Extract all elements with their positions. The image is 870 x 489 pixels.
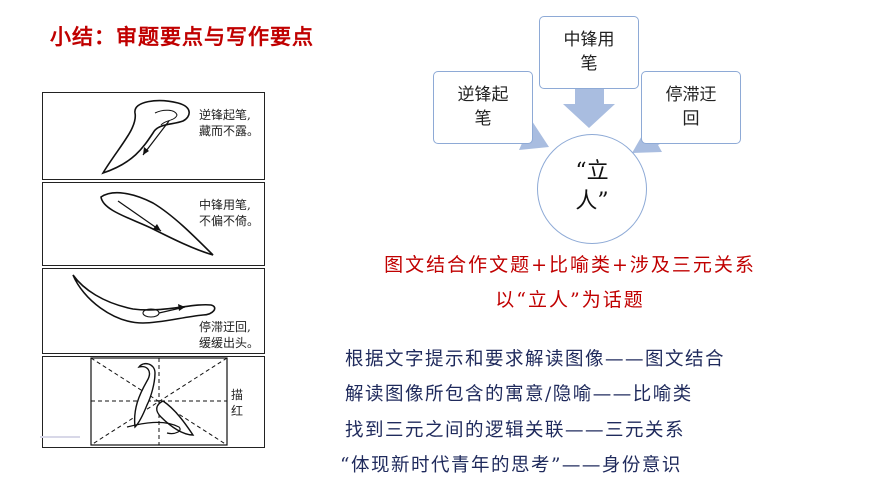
- stroke-panel-1: 逆锋起笔, 藏而不露。: [42, 92, 265, 180]
- caption-line: 藏而不露。: [199, 124, 260, 138]
- point-line-1: 根据文字提示和要求解读图像——图文结合: [345, 349, 726, 370]
- node-pause-return: 停滞迂 回: [641, 71, 741, 144]
- summary-red-line-1: 图文结合作文题+比喻类+涉及三元关系: [384, 254, 756, 276]
- panel-caption: 停滞迂回, 缓缓出头。: [199, 319, 259, 351]
- arrow-down: [563, 88, 615, 128]
- caption-line: 描: [231, 388, 244, 402]
- node-middle-stroke: 中锋用 笔: [539, 16, 639, 89]
- divider: [40, 436, 80, 438]
- panel-caption: 中锋用笔, 不偏不倚。: [199, 197, 259, 229]
- panel-caption: 描 红: [231, 387, 243, 419]
- stroke-panel-2: 中锋用笔, 不偏不倚。: [42, 182, 265, 266]
- center-circle: “立 人”: [537, 134, 647, 244]
- point-line-2: 解读图像所包含的寓意/隐喻——比喻类: [345, 384, 693, 405]
- caption-line: 缓缓出头。: [199, 336, 260, 350]
- caption-line: 逆锋起笔,: [199, 108, 251, 122]
- node-line: 笔: [474, 109, 492, 129]
- caption-line: 停滞迂回,: [199, 320, 251, 334]
- caption-line: 中锋用笔,: [199, 198, 251, 212]
- center-line: 人”: [575, 189, 609, 214]
- node-line: 停滞迂: [665, 85, 717, 105]
- point-line-3: 找到三元之间的逻辑关联——三元关系: [345, 420, 686, 441]
- node-line: 回: [682, 109, 700, 129]
- point-line-4: “体现新时代青年的思考”——身份意识: [340, 455, 682, 476]
- stroke-drawing-1: [101, 99, 190, 175]
- stroke-panel-3: 停滞迂回, 缓缓出头。: [42, 268, 265, 354]
- node-line: 笔: [580, 54, 598, 74]
- node-reverse-start: 逆锋起 笔: [433, 71, 533, 144]
- center-line: “立: [575, 159, 609, 184]
- stroke-drawing-3: [72, 274, 216, 324]
- node-line: 逆锋起: [457, 85, 509, 105]
- caption-line: 不偏不倚。: [199, 214, 260, 228]
- stroke-panel-4: 描 红: [42, 356, 265, 448]
- summary-red-line-2: 以“立人”为话题: [495, 289, 645, 311]
- stroke-drawing-2: [100, 191, 214, 256]
- page-title: 小结：审题要点与写作要点: [50, 25, 314, 49]
- panel-caption: 逆锋起笔, 藏而不露。: [199, 107, 259, 139]
- node-line: 中锋用: [563, 30, 615, 50]
- caption-line: 红: [231, 404, 244, 418]
- stroke-drawing-4: [90, 357, 228, 446]
